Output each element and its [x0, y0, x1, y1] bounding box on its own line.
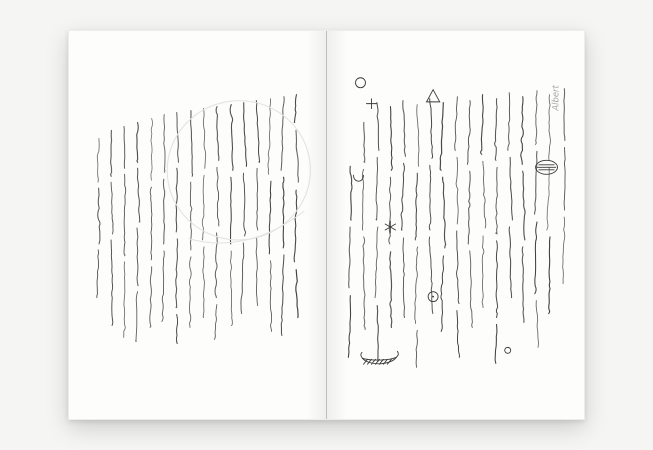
oval-grill-doodle — [535, 159, 558, 175]
asterisk-doodle — [384, 220, 396, 234]
dot-circle-doodle — [504, 346, 512, 354]
handwriting-lines — [347, 88, 566, 368]
boat-doodle — [360, 350, 399, 365]
handwriting-right-page: Albert — [347, 77, 566, 368]
book-spread: Albert — [68, 30, 585, 420]
small-circle-doodle — [355, 77, 366, 89]
plus-mark-doodle — [366, 98, 377, 110]
book-gutter — [326, 31, 327, 419]
u-mark-doodle — [353, 174, 364, 182]
handwriting-left-page — [96, 94, 311, 344]
signature-text: Albert — [550, 84, 560, 111]
book-page-left — [69, 31, 326, 419]
handwriting-lines — [96, 94, 299, 344]
pencil-loop-sketch — [166, 100, 311, 244]
circled-dot-doodle — [427, 291, 439, 303]
book-page-right: Albert — [327, 31, 584, 419]
triangle-doodle — [425, 88, 441, 103]
